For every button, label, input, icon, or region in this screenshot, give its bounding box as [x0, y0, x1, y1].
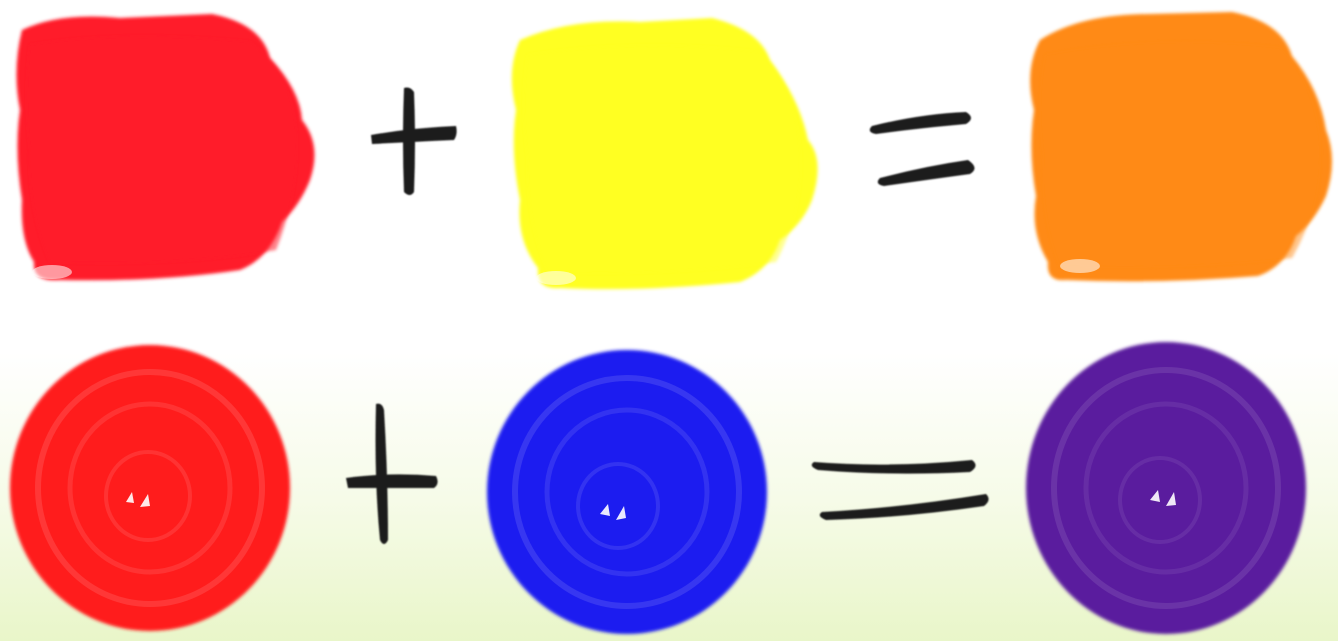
plus-operator-1 — [371, 88, 457, 196]
equals-operator-2 — [812, 460, 989, 520]
equals-operator-1 — [870, 112, 975, 186]
yellow-square-swatch — [512, 18, 818, 289]
plus-operator-2 — [346, 404, 438, 544]
orange-square-swatch — [1030, 12, 1332, 281]
blue-circle-swatch — [487, 350, 767, 634]
red-circle-swatch — [10, 345, 290, 631]
row-1 — [16, 12, 1332, 289]
purple-circle-swatch — [1026, 342, 1306, 634]
red-square-swatch — [16, 14, 314, 280]
row-2 — [10, 342, 1306, 634]
